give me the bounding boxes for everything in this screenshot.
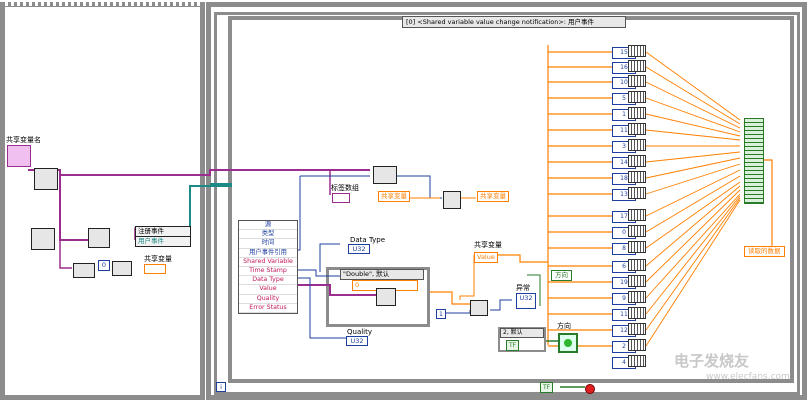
direction-label-top: 方向	[551, 270, 572, 281]
index-array-node[interactable]	[628, 139, 646, 151]
index-array-node[interactable]	[628, 259, 646, 271]
stop-constant[interactable]: TF	[540, 382, 554, 393]
stop-icon[interactable]	[585, 384, 595, 394]
label-array-terminal[interactable]	[332, 193, 350, 203]
index-array-node[interactable]	[628, 209, 646, 221]
event-data-user-event-ref[interactable]: 用户事件引用	[239, 249, 297, 258]
shared-var-label-left: 共享变量	[144, 255, 172, 263]
shared-var-const-b[interactable]: 共享变量	[477, 191, 509, 202]
index-array-node[interactable]	[628, 187, 646, 199]
flatten-icon[interactable]	[88, 228, 110, 248]
direction-led[interactable]	[558, 333, 578, 353]
compare-icon[interactable]	[470, 300, 488, 316]
case-selector-double[interactable]: "Double", 默认	[340, 269, 424, 280]
read-data-indicator[interactable]: 读取的数据	[744, 246, 785, 257]
index-array-node[interactable]	[628, 45, 646, 57]
event-data-shared-variable[interactable]: Shared Variable	[239, 258, 297, 267]
index-array-node[interactable]	[628, 355, 646, 367]
label-array-label: 标签数组	[331, 184, 359, 192]
variant-to-data-icon[interactable]	[376, 288, 396, 306]
shared-var-label-main: 共享变量	[474, 241, 502, 249]
shared-var-indicator-left[interactable]	[144, 264, 166, 274]
watermark-url: www.elecfans.com	[706, 372, 790, 382]
event-data-time-stamp[interactable]: Time Stamp	[239, 267, 297, 277]
array-icon[interactable]	[73, 263, 95, 278]
index-array-node[interactable]	[628, 339, 646, 351]
value-terminal[interactable]: Value	[474, 252, 498, 263]
quality-label: Quality	[347, 328, 373, 336]
index-array-node[interactable]	[628, 225, 646, 237]
index-array-node[interactable]	[628, 171, 646, 183]
shared-var-const-a[interactable]: 共享变量	[378, 191, 410, 202]
sequence-frame-left	[0, 2, 205, 400]
index-array-node[interactable]	[628, 107, 646, 119]
index-array-icon[interactable]	[112, 261, 132, 276]
user-event-label: 用户事件	[138, 237, 164, 245]
index-array-node[interactable]	[628, 291, 646, 303]
iteration-terminal: i	[216, 382, 226, 392]
case-selector-two[interactable]: 2, 默认	[500, 328, 544, 338]
event-data-source[interactable]: 源	[239, 221, 297, 231]
index-array-node[interactable]	[628, 275, 646, 287]
unbundle-icon[interactable]	[373, 166, 397, 184]
event-data-time[interactable]: 时间	[239, 239, 297, 249]
abnormal-label: 异常	[516, 284, 530, 292]
index-array-node[interactable]	[628, 323, 646, 335]
watermark-brand: 电子发烧友	[674, 352, 750, 370]
one-constant[interactable]: 1	[436, 309, 446, 319]
event-data-type[interactable]: 类型	[239, 230, 297, 240]
data-type-label: Data Type	[350, 236, 386, 244]
event-data-error-status[interactable]: Error Status	[239, 304, 297, 313]
create-user-event-icon[interactable]	[34, 168, 58, 190]
index-array-node[interactable]	[628, 75, 646, 87]
event-case-selector[interactable]: [0] <Shared variable value change notifi…	[402, 16, 626, 28]
quality-indicator[interactable]: U32	[346, 336, 368, 346]
index-array-node[interactable]	[628, 155, 646, 167]
event-data-data-type[interactable]: Data Type	[239, 276, 297, 286]
event-data-node[interactable]: 源 类型 时间 用户事件引用 Shared Variable Time Stam…	[238, 220, 298, 314]
index-array-node[interactable]	[628, 123, 646, 135]
index-array-node[interactable]	[628, 307, 646, 319]
true-constant[interactable]: TF	[506, 340, 520, 351]
user-event-node[interactable]: 用户事件	[135, 236, 191, 247]
search-array-icon[interactable]	[443, 191, 461, 209]
event-data-quality[interactable]: Quality	[239, 295, 297, 304]
variable-node-icon[interactable]	[31, 228, 55, 250]
shared-var-name-label: 共享变量名	[6, 136, 41, 144]
event-data-value[interactable]: Value	[239, 285, 297, 295]
index-array-node[interactable]	[628, 60, 646, 72]
register-events-label: 注册事件	[138, 227, 164, 235]
index-constant[interactable]: 0	[98, 260, 110, 271]
shared-var-name-control[interactable]	[7, 145, 31, 167]
build-array-node[interactable]	[744, 118, 764, 204]
direction-label-bottom: 方向	[557, 322, 571, 330]
film-strip-top	[5, 2, 200, 6]
data-type-indicator[interactable]: U32	[348, 244, 370, 254]
index-array-node[interactable]	[628, 241, 646, 253]
index-array-node[interactable]	[628, 91, 646, 103]
abnormal-indicator[interactable]: U32	[516, 293, 536, 309]
